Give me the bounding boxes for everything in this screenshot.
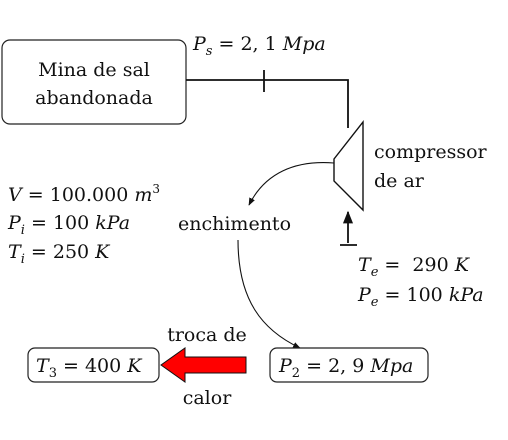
mine-box: Mina de sal abandonada	[1, 39, 187, 125]
supply-pipe	[186, 79, 349, 128]
mine-box-line1: Mina de sal	[38, 59, 150, 81]
state3-label: T3 = 400 K	[36, 355, 143, 381]
compressor-label-line1: compressor	[374, 141, 488, 163]
compressor-symbol	[333, 119, 364, 212]
filling-out-arrow	[237, 239, 301, 349]
inlet-temperature: Te = 290 K	[358, 254, 471, 280]
cavern-temperature: Ti = 250 K	[8, 241, 111, 267]
state3-box: T3 = 400 K	[27, 347, 160, 383]
filling-in-arrow	[248, 162, 335, 206]
state2-box: P2 = 2, 9 Mpa	[269, 347, 429, 383]
supply-pressure-label: Ps = 2, 1 Mpa	[192, 33, 326, 59]
compressor-label-line2: de ar	[374, 170, 425, 192]
cavern-pressure: Pi = 100 kPa	[7, 212, 130, 238]
inlet-state: Te = 290 K Pe = 100 kPa	[357, 254, 484, 310]
heat-exchange-line1: troca de	[167, 324, 247, 346]
state2-label: P2 = 2, 9 Mpa	[278, 355, 413, 381]
heat-exchange-line2: calor	[183, 387, 232, 409]
cavern-state: V = 100.000 m3 Pi = 100 kPa Ti = 250 K	[7, 182, 160, 267]
mine-box-line2: abandonada	[35, 87, 153, 109]
heat-flow-arrow	[160, 347, 247, 383]
inlet-pressure: Pe = 100 kPa	[357, 284, 484, 310]
cavern-volume: V = 100.000 m3	[8, 182, 160, 206]
filling-label: enchimento	[178, 213, 291, 235]
